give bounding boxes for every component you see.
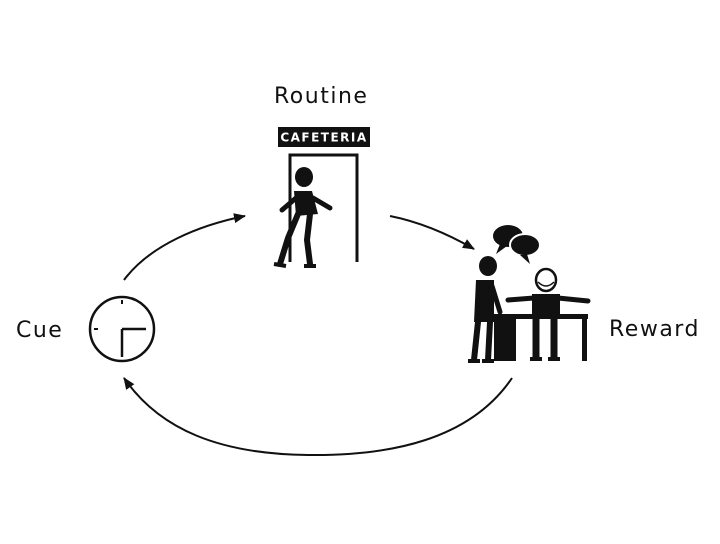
person-walking-icon	[273, 167, 333, 268]
cue-label: Cue	[16, 318, 64, 343]
speech-bubbles-icon	[493, 225, 541, 264]
reward-label: Reward	[609, 317, 700, 342]
door-frame	[288, 153, 359, 262]
cafeteria-sign-text: CAFETERIA	[280, 131, 367, 145]
routine-label: Routine	[274, 84, 369, 109]
person-seated-icon	[505, 267, 591, 361]
arrow-routine-to-reward	[389, 215, 475, 250]
person-standing-icon	[468, 256, 503, 363]
clock-icon	[88, 295, 156, 363]
desk-icon	[494, 314, 588, 361]
cafeteria-sign: CAFETERIA	[278, 127, 370, 147]
arrow-reward-to-cue	[123, 377, 513, 457]
arrow-cue-to-routine	[123, 213, 246, 281]
